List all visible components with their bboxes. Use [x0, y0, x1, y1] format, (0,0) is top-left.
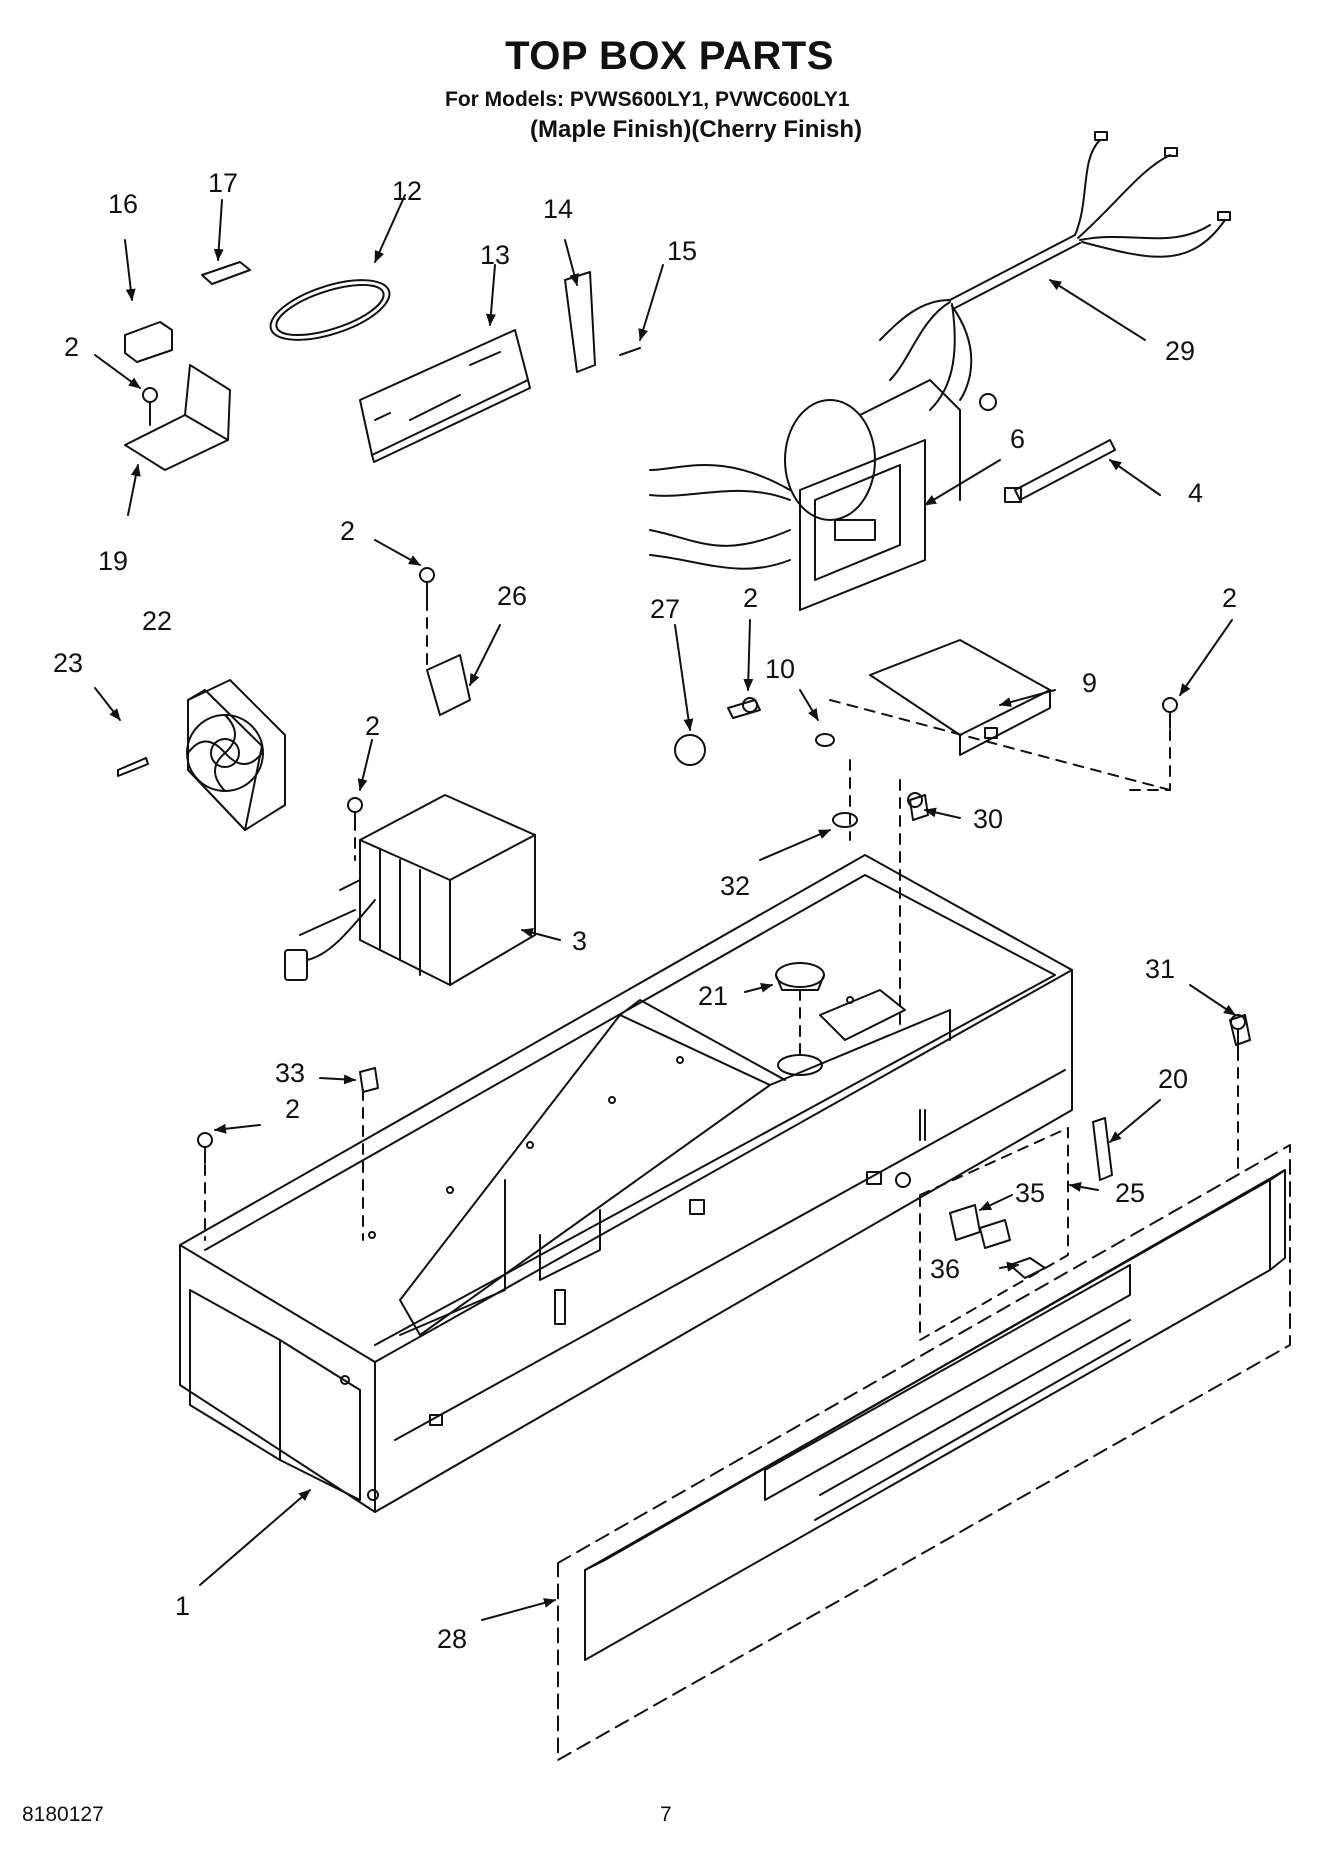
callout-36: 36	[930, 1254, 960, 1284]
callout-31: 31	[1145, 954, 1175, 984]
callout-23: 23	[53, 648, 83, 678]
fastener-guide-lines	[204, 599, 1239, 1241]
misc-parts	[359, 654, 1251, 1341]
callout-10: 10	[765, 654, 795, 684]
callout-33: 33	[275, 1058, 305, 1088]
top-box-housing	[179, 854, 1073, 1513]
callout-labels: 16 17 12 14 13 15 2 19 29 6 4 2 26 22 23…	[53, 168, 1237, 1654]
cable-tie	[1004, 439, 1116, 503]
callout-28: 28	[437, 1624, 467, 1654]
wire-harness	[879, 131, 1231, 411]
callout-12: 12	[392, 176, 422, 206]
page-number: 7	[660, 1803, 672, 1826]
callout-4: 4	[1188, 478, 1203, 508]
callout-21: 21	[698, 981, 728, 1011]
callout-30: 30	[973, 804, 1003, 834]
callout-15: 15	[667, 236, 697, 266]
callout-3: 3	[572, 926, 587, 956]
callout-16: 16	[108, 189, 138, 219]
callout-2-c: 2	[743, 583, 758, 613]
finish-note: (Maple Finish)(Cherry Finish)	[530, 116, 863, 143]
callout-32: 32	[720, 871, 750, 901]
model-numbers: For Models: PVWS600LY1, PVWC600LY1	[445, 88, 850, 111]
callout-2-b: 2	[340, 516, 355, 546]
mounting-bracket	[869, 639, 1051, 756]
callout-1: 1	[175, 1591, 190, 1621]
callout-6: 6	[1010, 424, 1025, 454]
callout-17: 17	[208, 168, 238, 198]
callout-20: 20	[1158, 1064, 1188, 1094]
callout-9: 9	[1082, 668, 1097, 698]
callout-2-e: 2	[365, 711, 380, 741]
callout-35: 35	[1015, 1178, 1045, 1208]
callout-27: 27	[650, 594, 680, 624]
callout-25: 25	[1115, 1178, 1145, 1208]
callout-2-f: 2	[285, 1094, 300, 1124]
control-board	[359, 329, 531, 463]
page-title: TOP BOX PARTS	[505, 34, 834, 78]
small-parts	[124, 261, 641, 471]
front-panel	[557, 1144, 1291, 1761]
belt-ring	[269, 279, 391, 341]
screws	[142, 387, 1246, 1164]
callout-2-a: 2	[64, 332, 79, 362]
leader-arrows	[94, 194, 1236, 1621]
callout-22: 22	[142, 606, 172, 636]
document-number: 8180127	[22, 1803, 104, 1826]
callout-19: 19	[98, 546, 128, 576]
transformer	[284, 794, 536, 986]
drive-motor	[649, 379, 961, 611]
callout-14: 14	[543, 194, 573, 224]
callout-26: 26	[497, 581, 527, 611]
callout-2-d: 2	[1222, 583, 1237, 613]
callout-29: 29	[1165, 336, 1195, 366]
callout-13: 13	[480, 240, 510, 270]
cooling-fan	[117, 679, 286, 831]
